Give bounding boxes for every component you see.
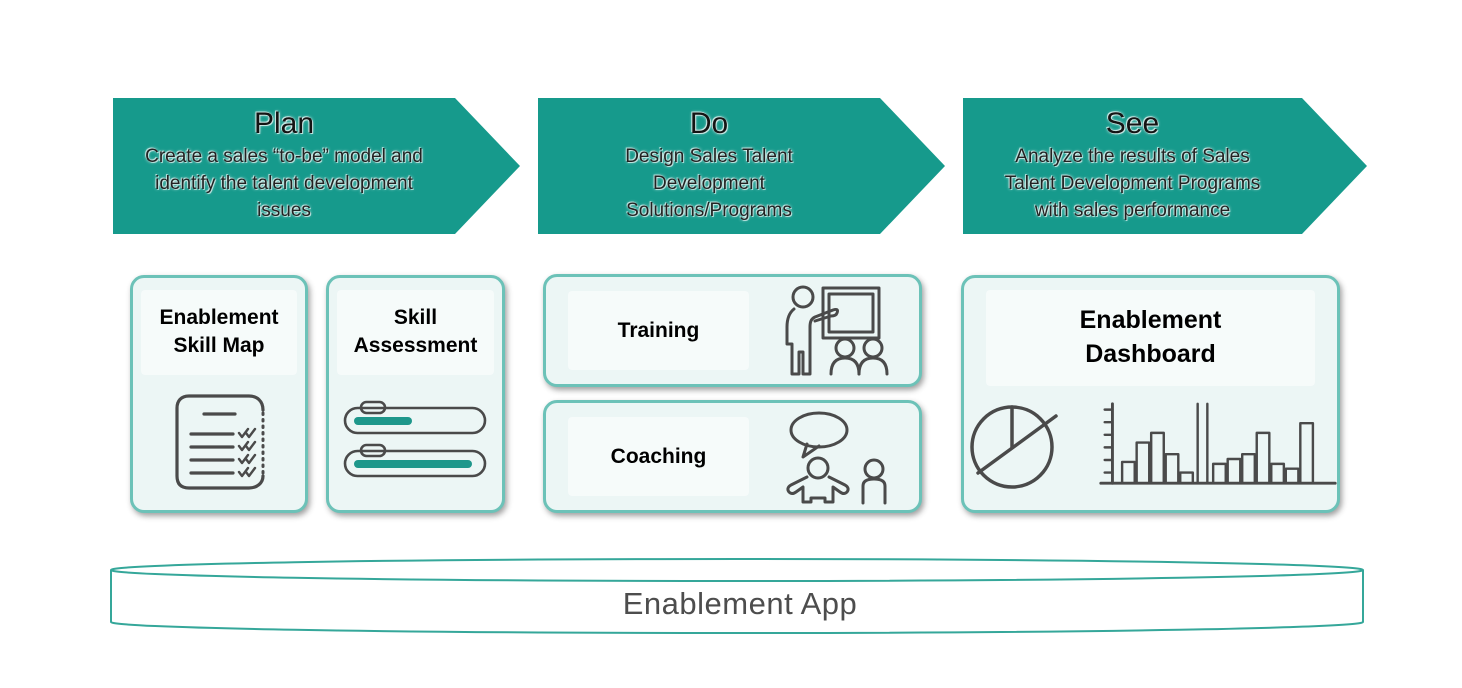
card-title-panel: Training [568,291,749,370]
step-title-do: Do [689,107,729,140]
step-title-see: See [1105,107,1160,140]
card-title-panel: Enablement Dashboard [986,290,1315,386]
step-arrow-plan: Plan Create a sales “to-be” model and id… [113,98,520,234]
card-title: Enablement Skill Map [159,306,279,358]
sliders-icon [329,375,502,510]
checklist-document-icon [133,375,305,510]
card-training: Training [543,274,922,387]
card-title-panel: Skill Assessment [337,290,494,375]
card-skill-assessment: Skill Assessment [326,275,505,513]
card-title: Training [617,318,700,342]
speech-bubble-people-icon [749,407,919,507]
step-title-plan: Plan [253,107,315,140]
card-enablement-dashboard: Enablement Dashboard [961,275,1340,513]
card-title: Enablement Dashboard [1079,306,1222,368]
step-description-plan: Create a sales “to-be” model and identif… [145,146,423,221]
platform-label: Enablement App [622,586,858,621]
platform-cylinder [110,558,1364,635]
step-description-see: Analyze the results of Sales Talent Deve… [1004,146,1261,221]
bar-chart-icon [1096,398,1340,490]
card-title-panel: Coaching [568,417,749,496]
card-enablement-skill-map: Enablement Skill Map [130,275,308,513]
step-arrow-do: Do Design Sales Talent Development Solut… [538,98,945,234]
dashboard-icons [964,386,1337,511]
card-title: Coaching [610,444,707,468]
step-arrow-see: See Analyze the results of Sales Talent … [963,98,1367,234]
card-title-panel: Enablement Skill Map [141,290,297,375]
presenter-whiteboard-icon [749,282,919,380]
card-title: Skill Assessment [353,306,478,358]
card-coaching: Coaching [543,400,922,513]
step-description-do: Design Sales Talent Development Solution… [625,146,793,221]
pie-chart-icon [962,395,1068,493]
